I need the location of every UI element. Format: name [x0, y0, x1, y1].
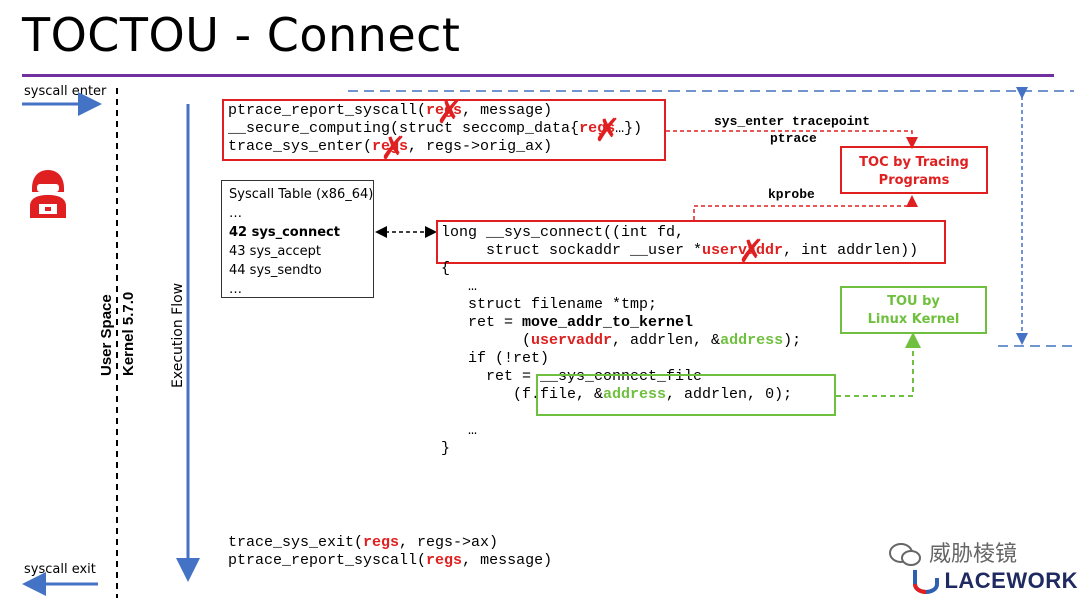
cross-icon: ✗ — [436, 93, 463, 131]
code-token: __secure_computing(struct seccomp_data{ — [228, 120, 580, 137]
page-title: TOCTOU - Connect — [22, 8, 461, 62]
watermark-text: 威胁棱镜 — [929, 542, 1018, 567]
code-uservaddr: uservaddr — [702, 242, 784, 259]
syscall-table-row: 44 sys_sendto — [229, 263, 322, 278]
code-token: struct sockaddr __user * — [441, 242, 703, 259]
cross-icon: ✗ — [380, 129, 407, 167]
sys-connect-code: long __sys_connect((int fd, struct socka… — [441, 224, 918, 458]
wechat-icon — [888, 542, 922, 568]
sys-connect-file-box — [536, 374, 836, 416]
code-token: , regs->orig_ax) — [408, 138, 553, 155]
lacework-logo: LACEWORK — [912, 568, 1078, 595]
code-token: trace_sys_exit( — [228, 534, 364, 551]
syscall-table-row: 43 sys_accept — [229, 244, 322, 259]
syscall-table: Syscall Table (x86_64) … 42 sys_connect … — [221, 180, 374, 298]
code-token: ); — [783, 332, 802, 349]
sys-connect-signature-box — [436, 220, 946, 264]
code-token: ret = — [441, 314, 523, 331]
syscall-table-title: Syscall Table (x86_64) — [229, 187, 374, 202]
syscall-table-ellipsis: … — [229, 206, 242, 221]
syscall-table-row: 42 sys_connect — [229, 225, 340, 240]
code-token: , int addrlen)) — [783, 242, 919, 259]
code-token: (f.file, & — [441, 386, 604, 403]
code-token: } — [441, 440, 451, 457]
code-address: address — [603, 386, 667, 403]
code-token: long __sys_connect((int fd, — [441, 224, 685, 241]
code-token: , message) — [462, 552, 553, 569]
enter-hooks-box — [222, 99, 666, 161]
code-token: … — [441, 278, 478, 295]
lacework-icon — [913, 570, 939, 595]
hacker-icon — [30, 170, 66, 218]
exit-hooks-code: trace_sys_exit(regs, regs->ax) ptrace_re… — [228, 534, 552, 570]
tou-line2: Linux Kernel — [867, 312, 960, 327]
enter-hooks-code: ptrace_report_syscall(regs, message) __s… — [228, 102, 642, 156]
code-token: , regs->ax) — [399, 534, 499, 551]
code-token: struct filename *tmp; — [441, 296, 658, 313]
code-token: , addrlen, 0); — [666, 386, 793, 403]
code-regs: regs — [372, 138, 409, 155]
tou-line1: TOU by — [887, 294, 940, 309]
code-regs: regs — [426, 102, 463, 119]
code-token: ptrace_report_syscall( — [228, 552, 427, 569]
code-token: … — [441, 422, 478, 439]
kprobe-label: kprobe — [768, 187, 815, 202]
code-token: , message) — [462, 102, 553, 119]
toc-line1: TOC by Tracing — [859, 155, 969, 170]
title-divider — [22, 74, 1054, 77]
code-token: if (!ret) — [441, 350, 550, 367]
code-move-addr: move_addr_to_kernel — [522, 314, 694, 331]
wechat-watermark: 威胁棱镜 — [888, 536, 1017, 568]
code-token: …}) — [615, 120, 643, 137]
code-token: trace_sys_enter( — [228, 138, 373, 155]
toc-line2: Programs — [878, 173, 950, 188]
code-token: ( — [441, 332, 532, 349]
cross-icon: ✗ — [738, 232, 765, 270]
syscall-table-ellipsis: … — [229, 282, 242, 297]
ptrace-label: ptrace — [770, 131, 817, 146]
cross-icon: ✗ — [594, 111, 621, 149]
code-token: { — [441, 260, 451, 277]
code-uservaddr: uservaddr — [531, 332, 613, 349]
code-address: address — [720, 332, 784, 349]
tou-box: TOU by Linux Kernel — [840, 286, 987, 334]
code-regs: regs — [579, 120, 616, 137]
code-token: ret = — [441, 368, 541, 385]
code-regs: regs — [363, 534, 400, 551]
code-token: ptrace_report_syscall( — [228, 102, 427, 119]
code-regs: regs — [426, 552, 463, 569]
lacework-wordmark: LACEWORK — [944, 568, 1078, 593]
code-connect-file: __sys_connect_file — [540, 368, 703, 385]
sys-enter-tracepoint-label: sys_enter tracepoint — [714, 114, 871, 129]
code-token: , addrlen, & — [612, 332, 721, 349]
